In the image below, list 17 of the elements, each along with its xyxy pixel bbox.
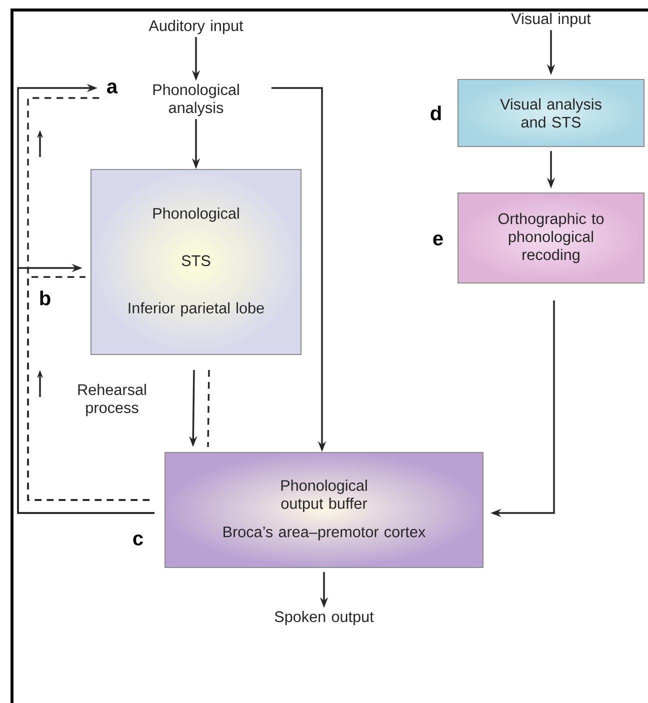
process-box: Orthographic to phonological recoding [457,192,645,284]
panel-letter: e [433,234,443,246]
edge-label: Rehearsal process [66,382,158,418]
dashed-connector [27,276,150,501]
output-label: Spoken output [274,610,374,626]
arrow [17,264,154,514]
process-label: Phonological analysis [153,84,239,116]
dashed-connector [207,370,210,447]
panel-letter: c [133,534,143,546]
process-box: Visual analysis and STS [457,78,645,148]
panel-letter: d [430,106,441,120]
input-label: Visual input [511,12,591,28]
panel-letter: a [107,82,118,94]
input-label: Auditory input [148,20,244,34]
panel-letter: b [40,290,50,306]
process-box: Phonological output buffer Broca’s area–premotor cortex [164,452,484,568]
process-box: Phonological STS Inferior parietal lobe [90,168,302,356]
